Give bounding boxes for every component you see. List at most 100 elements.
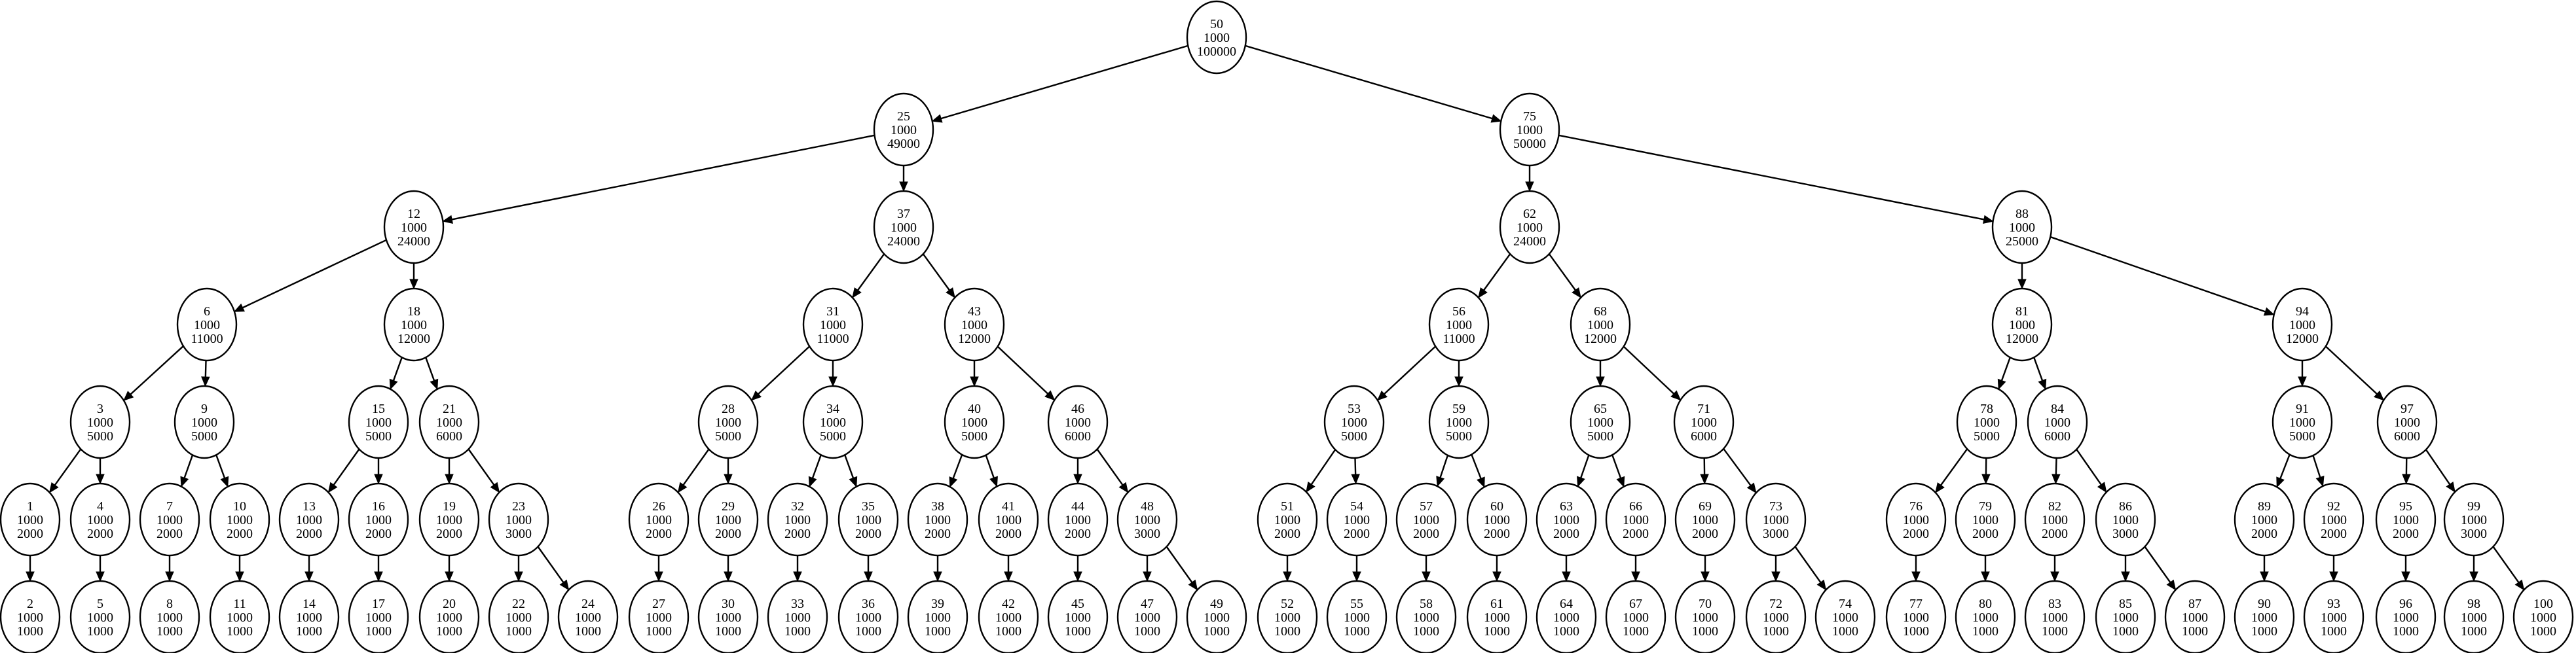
node-total: 5000 (87, 429, 113, 444)
node-weight: 1000 (1763, 513, 1789, 527)
node-ellipse (1955, 580, 2016, 653)
node-ellipse (2272, 385, 2333, 459)
node-weight: 1000 (436, 513, 462, 527)
node-key: 30 (722, 597, 735, 611)
node-key: 16 (372, 499, 385, 514)
arrowhead-84-82 (2052, 474, 2061, 485)
edge-18-21 (425, 357, 435, 381)
node-ellipse (1186, 580, 1247, 653)
edge-31-28 (758, 345, 811, 395)
edges-layer (26, 44, 2525, 591)
node-ellipse (2512, 580, 2574, 653)
node-key: 72 (1769, 597, 1782, 611)
arrowhead-78-76 (1935, 482, 1945, 493)
node-total: 6000 (1691, 429, 1717, 444)
node-weight: 1000 (925, 610, 951, 625)
node-ellipse (1428, 287, 1490, 362)
node-ellipse (802, 287, 864, 362)
node-total: 2000 (2321, 527, 2347, 541)
node-key: 29 (722, 499, 735, 514)
node-weight: 1000 (2182, 610, 2208, 625)
node-key: 33 (791, 597, 804, 611)
node-total: 25000 (2006, 234, 2038, 249)
arrowhead-21-19 (445, 474, 454, 485)
node-total: 1000 (995, 624, 1021, 639)
arrowhead-35-36 (864, 571, 873, 582)
arrowhead-9-10 (220, 476, 229, 487)
arrowhead-10-11 (235, 571, 244, 582)
node-total: 2000 (87, 527, 113, 541)
arrowhead-37-43 (946, 287, 955, 298)
node-total: 24000 (887, 234, 920, 249)
node-key: 63 (1560, 499, 1573, 514)
node-key: 96 (2399, 597, 2412, 611)
node-key: 31 (826, 304, 839, 319)
node-key: 52 (1281, 597, 1294, 611)
node-key: 12 (407, 207, 420, 221)
edge-6-3 (130, 345, 184, 395)
node-weight: 1000 (227, 513, 253, 527)
node-key: 57 (1420, 499, 1433, 514)
node-key: 39 (931, 597, 944, 611)
arrowhead-19-20 (445, 571, 454, 582)
node-weight: 1000 (995, 513, 1021, 527)
node-weight: 1000 (1204, 31, 1230, 45)
node-key: 65 (1594, 402, 1607, 416)
node-weight: 1000 (401, 318, 427, 332)
node-key: 10 (233, 499, 246, 514)
arrowhead-21-23 (490, 482, 500, 493)
node-ellipse (1991, 287, 2053, 362)
edge-86-87 (2144, 546, 2171, 583)
arrowhead-26-27 (654, 571, 663, 582)
edge-53-51 (1310, 449, 1336, 485)
arrowhead-29-30 (724, 571, 733, 582)
node-total: 2000 (1972, 527, 1998, 541)
node-total: 1000 (575, 624, 601, 639)
node-ellipse (1116, 482, 1178, 557)
node-total: 1000 (87, 624, 113, 639)
arrowhead-6-9 (201, 376, 210, 387)
arrowhead-15-13 (327, 482, 338, 493)
node-ellipse (697, 482, 759, 557)
node-weight: 1000 (1065, 610, 1091, 625)
node-total: 1000 (784, 624, 811, 639)
node-key: 32 (791, 499, 804, 514)
node-key: 19 (443, 499, 456, 514)
node-ellipse (418, 580, 480, 653)
node-weight: 1000 (820, 318, 846, 332)
node-key: 77 (1909, 597, 1923, 611)
arrowhead-34-35 (849, 476, 858, 487)
edge-73-74 (1794, 546, 1822, 583)
node-ellipse (174, 385, 235, 459)
node-key: 7 (166, 499, 173, 514)
node-weight: 1000 (2289, 318, 2315, 332)
arrowhead-4-5 (96, 571, 105, 582)
node-key: 66 (1629, 499, 1642, 514)
node-weight: 1000 (2009, 318, 2035, 332)
node-ellipse (69, 482, 131, 557)
node-total: 3000 (1134, 527, 1160, 541)
node-weight: 1000 (1413, 610, 1439, 625)
arrowhead-95-96 (2401, 571, 2410, 582)
node-ellipse (1955, 482, 2016, 557)
edge-28-26 (682, 448, 710, 485)
